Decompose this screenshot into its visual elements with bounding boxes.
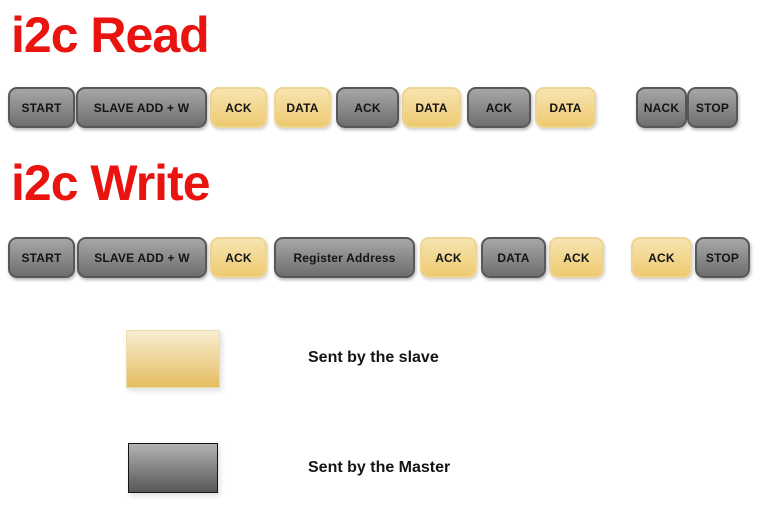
sequence-box-ack: ACK [467,87,531,128]
legend-label-master: Sent by the Master [308,459,451,476]
sequence-box-ack: ACK [420,237,477,278]
legend-label-slave: Sent by the slave [308,349,439,366]
legend-swatch-master [128,443,218,493]
sequence-box-ack: ACK [210,87,267,128]
sequence-box-data: DATA [274,87,331,128]
write-section-title: i2c Write [11,155,210,211]
sequence-box-data: DATA [481,237,546,278]
sequence-box-ack: ACK [210,237,267,278]
sequence-box-stop: STOP [695,237,750,278]
sequence-box-ack: ACK [549,237,604,278]
sequence-box-data: DATA [535,87,596,128]
sequence-box-ack: ACK [336,87,399,128]
sequence-box-slave-add-w: SLAVE ADD + W [77,237,207,278]
legend-swatch-slave [126,330,220,388]
sequence-box-nack: NACK [636,87,687,128]
read-section-title: i2c Read [11,7,210,63]
sequence-box-register-address: Register Address [274,237,415,278]
sequence-box-start: START [8,87,75,128]
sequence-box-slave-add-w: SLAVE ADD + W [76,87,207,128]
sequence-box-ack: ACK [631,237,692,278]
sequence-box-start: START [8,237,75,278]
sequence-box-stop: STOP [687,87,738,128]
sequence-box-data: DATA [402,87,461,128]
